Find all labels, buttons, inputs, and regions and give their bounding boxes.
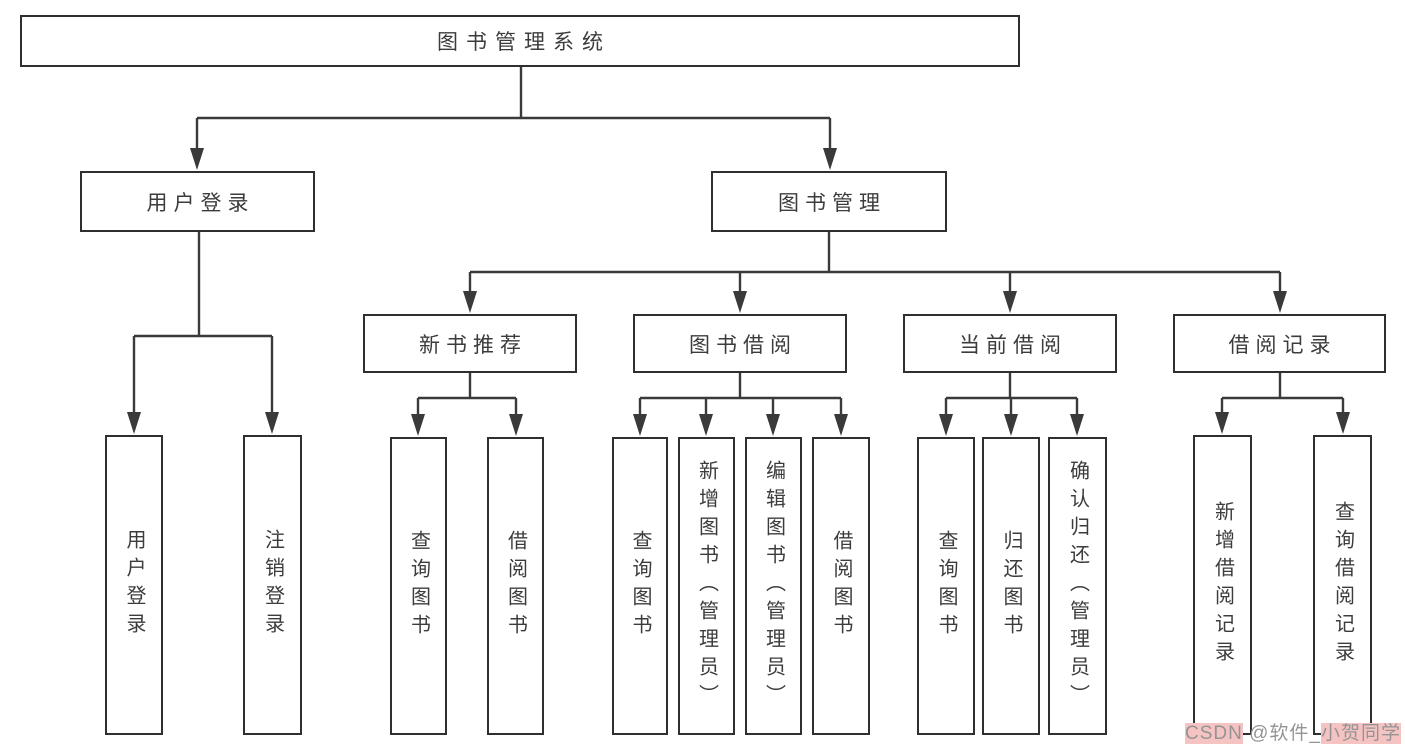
leaf-label: 查询借阅记录 bbox=[1331, 501, 1354, 669]
leaf-borrow-books-recommend: 借阅图书 bbox=[487, 437, 544, 735]
leaf-query-books-borrow: 查询图书 bbox=[612, 437, 668, 735]
leaf-label: 确认归还（管理员） bbox=[1066, 460, 1089, 712]
node-current-borrow: 当前借阅 bbox=[903, 314, 1117, 373]
node-label: 当前借阅 bbox=[959, 333, 1067, 357]
leaf-return-books: 归还图书 bbox=[982, 437, 1040, 735]
leaf-confirm-return-admin: 确认归还（管理员） bbox=[1048, 437, 1107, 735]
leaf-logout: 注销登录 bbox=[243, 435, 302, 735]
arrowhead bbox=[190, 148, 204, 170]
watermark: CSDN @软件_小贺同学 bbox=[1185, 718, 1401, 745]
leaf-edit-book-admin: 编辑图书（管理员） bbox=[745, 437, 802, 735]
arrowhead bbox=[633, 414, 647, 436]
arrowhead bbox=[1273, 291, 1287, 313]
node-user-login: 用户登录 bbox=[80, 171, 315, 232]
leaf-label: 借阅图书 bbox=[504, 530, 527, 642]
connector-book-management bbox=[463, 232, 1287, 313]
arrowhead bbox=[265, 412, 279, 434]
arrowhead bbox=[823, 148, 837, 170]
arrowhead bbox=[411, 414, 425, 436]
arrowhead bbox=[463, 291, 477, 313]
leaf-query-borrow-record: 查询借阅记录 bbox=[1313, 435, 1372, 735]
node-label: 用户登录 bbox=[146, 191, 255, 215]
connector-borrow-records bbox=[1215, 373, 1350, 434]
leaf-user-login: 用户登录 bbox=[105, 435, 163, 735]
leaf-label: 新增图书（管理员） bbox=[695, 460, 718, 712]
node-book-management: 图书管理 bbox=[711, 171, 947, 232]
leaf-label: 用户登录 bbox=[123, 529, 145, 641]
connector-user-login bbox=[127, 232, 279, 434]
node-root: 图书管理系统 bbox=[20, 15, 1020, 67]
watermark-brand: CSDN bbox=[1185, 723, 1243, 744]
connector-root bbox=[190, 67, 837, 170]
node-label: 图书管理 bbox=[778, 191, 886, 215]
node-book-borrow: 图书借阅 bbox=[633, 314, 847, 373]
node-label: 借阅记录 bbox=[1228, 333, 1337, 357]
arrowhead bbox=[1070, 414, 1084, 436]
arrowhead bbox=[127, 412, 141, 434]
leaf-label: 查询图书 bbox=[935, 530, 957, 642]
connector-book-borrow bbox=[633, 373, 848, 436]
node-new-book-recommend: 新书推荐 bbox=[363, 314, 577, 373]
leaf-label: 编辑图书（管理员） bbox=[762, 460, 785, 712]
arrowhead bbox=[699, 414, 713, 436]
watermark-separator: @软件_ bbox=[1242, 723, 1321, 744]
leaf-query-books-current: 查询图书 bbox=[917, 437, 975, 735]
leaf-label: 查询图书 bbox=[407, 530, 430, 642]
connector-new-book-recommend bbox=[411, 373, 523, 436]
node-label: 新书推荐 bbox=[419, 333, 527, 357]
arrowhead bbox=[1336, 412, 1350, 434]
leaf-label: 新增借阅记录 bbox=[1211, 501, 1234, 669]
arrowhead bbox=[1004, 414, 1018, 436]
arrowhead bbox=[733, 291, 747, 313]
leaf-query-books-recommend: 查询图书 bbox=[390, 437, 447, 735]
arrowhead bbox=[1003, 291, 1017, 313]
arrowhead bbox=[1215, 412, 1229, 434]
node-label: 图书管理系统 bbox=[437, 31, 611, 54]
leaf-add-book-admin: 新增图书（管理员） bbox=[678, 437, 735, 735]
node-label: 图书借阅 bbox=[689, 333, 797, 357]
leaf-borrow-books-borrow: 借阅图书 bbox=[812, 437, 870, 735]
watermark-author: 小贺同学 bbox=[1320, 723, 1401, 744]
arrowhead bbox=[766, 414, 780, 436]
node-borrow-records: 借阅记录 bbox=[1173, 314, 1386, 373]
leaf-label: 查询图书 bbox=[629, 530, 651, 642]
leaf-label: 借阅图书 bbox=[830, 530, 852, 642]
leaf-label: 归还图书 bbox=[1000, 530, 1022, 642]
leaf-label: 注销登录 bbox=[261, 529, 284, 641]
connector-current-borrow bbox=[939, 373, 1084, 436]
arrowhead bbox=[834, 414, 848, 436]
arrowhead bbox=[939, 414, 953, 436]
leaf-add-borrow-record: 新增借阅记录 bbox=[1193, 435, 1252, 735]
arrowhead bbox=[509, 414, 523, 436]
